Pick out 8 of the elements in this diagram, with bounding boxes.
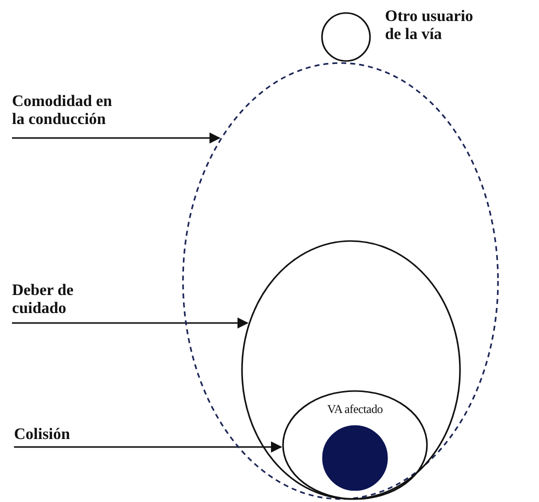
side-label: Otro usuario de la vía bbox=[385, 8, 474, 44]
callout-label: Comodidad en la conducción bbox=[12, 93, 124, 140]
arrow bbox=[12, 317, 249, 329]
circle-label: VA afectado bbox=[326, 402, 384, 417]
callout-label: Deber de cuidado bbox=[12, 282, 122, 326]
arrow bbox=[12, 132, 221, 144]
callout-label: Colisión bbox=[14, 426, 114, 450]
arrow bbox=[14, 441, 282, 453]
